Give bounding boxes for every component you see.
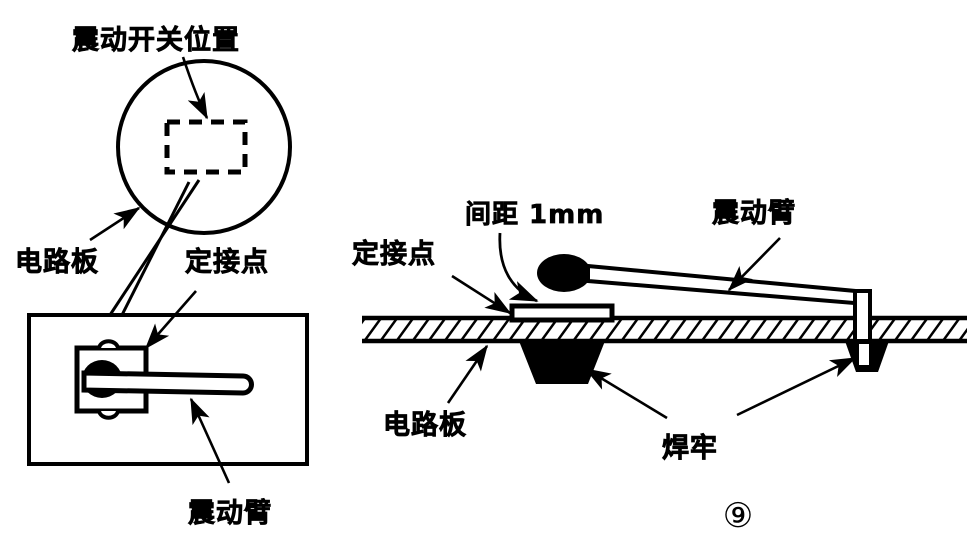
left-view-group: 震动开关位置 电路板 定接点 震动臂 [15,24,309,529]
leader-vibration-arm-left [189,397,231,484]
vibration-arm-weight [537,254,591,292]
leader-fixed-contact-left [144,290,197,350]
label-vibration-arm-left: 震动臂 [188,498,272,529]
vibration-arm-topview [81,370,254,396]
leader-gap [498,232,539,303]
contact-tab-top [97,339,120,349]
label-fixed-contact-left: 定接点 [185,246,269,278]
leader-solder-center [584,367,668,420]
leader-solder-right [736,356,857,417]
leader-switch-position [181,56,209,120]
leader-fixed-contact-right [451,274,512,315]
vibration-arm-foot [853,289,872,343]
label-circuit-board-right: 电路板 [383,409,467,441]
figure-number: ⑨ [723,496,753,536]
switch-location-dashed-rect [164,119,248,175]
label-fixed-contact-right: 定接点 [352,238,436,270]
leader-vibration-arm-right [727,237,781,292]
solder-joint-center-void [0,345,25,376]
magnifier-tie-line-2 [120,181,191,316]
leader-circuit-board-right [446,344,489,404]
label-solder-firmly: 焊牢 [662,433,718,464]
magnifier-circle [116,59,292,235]
leader-circuit-board-left [89,206,141,242]
label-gap: 间距 1mm [465,200,604,230]
solder-joint-center [519,341,605,384]
circuit-board-hatch-fill [362,318,967,341]
solder-joint-right-void [859,344,869,365]
label-switch-position: 震动开关位置 [72,24,240,56]
contact-tab-bottom [97,410,120,420]
fixed-contact-pad-side [509,303,615,323]
right-view-group: 定接点 间距 1mm 震动臂 电路板 焊牢 [0,198,967,464]
label-vibration-arm-right: 震动臂 [712,198,796,229]
label-circuit-board-left: 电路板 [15,246,99,278]
circuit-board-outline-topview [27,313,309,466]
